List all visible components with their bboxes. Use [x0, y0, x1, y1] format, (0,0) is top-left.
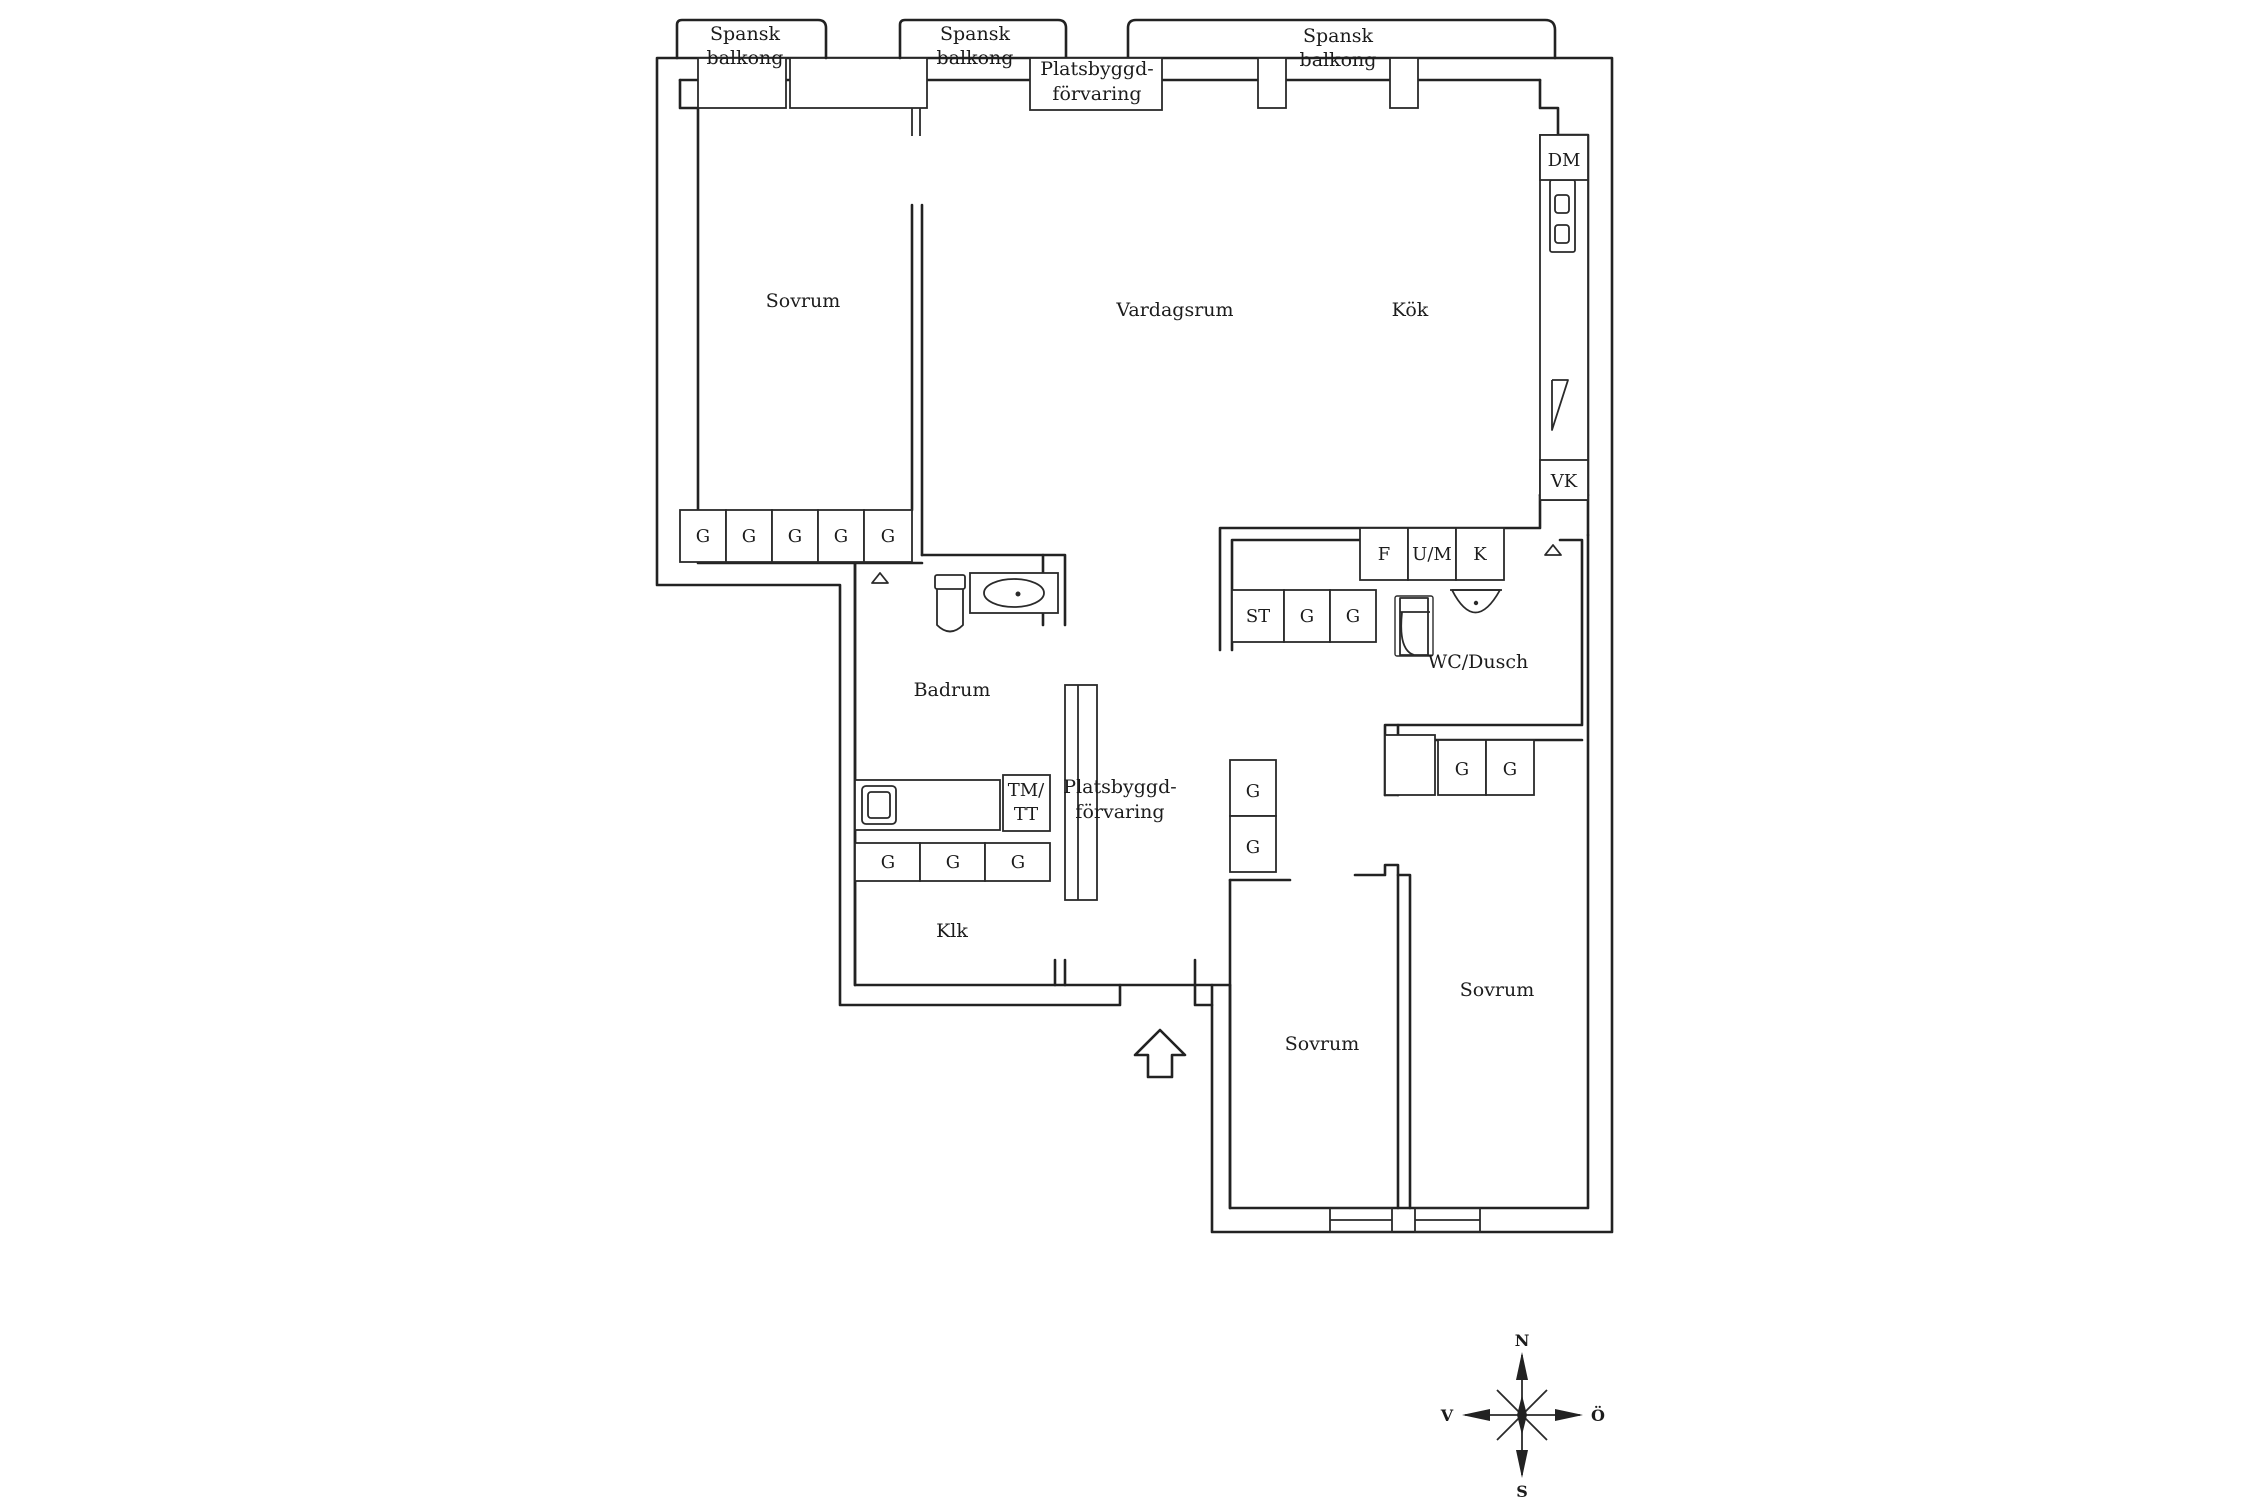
compass-north: N	[1515, 1331, 1530, 1350]
compass-rose-icon: N S V Ö	[1440, 1331, 1605, 1500]
wardrobes-hall: ST G G	[1231, 589, 1377, 643]
balcony-1-line2: balkong	[707, 47, 784, 69]
wardrobes-bedroom-west: G G G G G	[679, 509, 913, 563]
hob-label: VK	[1550, 471, 1578, 492]
balcony-3: Spansk balkong	[1126, 18, 1557, 71]
balcony-2: Spansk balkong	[898, 18, 1068, 69]
storage-center-line1: Platsbyggd-	[1063, 776, 1176, 798]
kitchen-appliances: F U/M K	[1359, 527, 1505, 581]
hob-box	[1539, 459, 1589, 501]
balcony-1: Spansk balkong	[675, 18, 828, 69]
room-label-living-room: Vardagsrum	[1115, 299, 1233, 321]
wardrobe-label: G	[1300, 606, 1314, 627]
wardrobe-label: G	[881, 526, 895, 547]
wardrobe-label: G	[1455, 759, 1469, 780]
room-label-wc-shower: WC/Dusch	[1428, 651, 1529, 673]
wardrobe-label: G	[1246, 781, 1260, 802]
bathroom-fixtures: TM/ TT	[854, 572, 1059, 832]
top-wall-openings	[697, 57, 1419, 136]
balcony-1-line1: Spansk	[710, 23, 780, 45]
storage-top-line2: förvaring	[1052, 83, 1141, 105]
kitchen-counter: DM VK	[1539, 134, 1589, 501]
storage-center-line2: förvaring	[1075, 801, 1164, 823]
washer-dryer-line1: TM/	[1008, 780, 1045, 801]
wardrobe-label: G	[1503, 759, 1517, 780]
fridge-label: F	[1378, 544, 1391, 565]
oven-microwave-label: U/M	[1412, 544, 1452, 565]
room-label-bedroom-east: Sovrum	[1460, 979, 1535, 1001]
balcony-3-line1: Spansk	[1303, 25, 1373, 47]
entrance-arrow-icon	[1133, 1028, 1187, 1079]
storage-center: Platsbyggd- förvaring	[1063, 684, 1177, 901]
wardrobes-east: G G	[1384, 734, 1535, 796]
wardrobe-label: G	[834, 526, 848, 547]
balcony-2-line2: balkong	[937, 47, 1014, 69]
interior-walls	[853, 203, 1590, 1210]
wardrobe-label: G	[1246, 837, 1260, 858]
room-label-kitchen: Kök	[1392, 299, 1429, 321]
compass-south: S	[1516, 1482, 1528, 1500]
wardrobe-label: G	[946, 852, 960, 873]
room-label-bedroom-middle: Sovrum	[1285, 1033, 1360, 1055]
dishwasher-box	[1539, 134, 1589, 181]
freezer-label: K	[1473, 544, 1487, 565]
wardrobe-label: G	[742, 526, 756, 547]
wardrobes-bath: G G G	[854, 842, 1051, 882]
wardrobe-label: G	[881, 852, 895, 873]
room-label-hall-closet: Klk	[936, 920, 968, 942]
storage-top: Platsbyggd- förvaring	[1029, 57, 1163, 111]
compass-west: V	[1440, 1406, 1454, 1425]
wc-fixtures	[1394, 544, 1562, 657]
room-label-bedroom-west: Sovrum	[766, 290, 841, 312]
room-labels: Sovrum Vardagsrum Kök Badrum WC/Dusch Kl…	[766, 290, 1535, 1055]
room-label-bathroom: Badrum	[914, 679, 991, 701]
wardrobe-label: G	[1011, 852, 1025, 873]
wardrobe-label: G	[1346, 606, 1360, 627]
balcony-2-line1: Spansk	[940, 23, 1010, 45]
closet-st-label: ST	[1246, 606, 1270, 627]
dishwasher-label: DM	[1548, 150, 1581, 171]
compass-east: Ö	[1591, 1405, 1605, 1425]
wardrobe-label: G	[696, 526, 710, 547]
balcony-3-line2: balkong	[1300, 49, 1377, 71]
storage-top-line1: Platsbyggd-	[1040, 58, 1153, 80]
south-windows	[1329, 1207, 1481, 1233]
wardrobe-label: G	[788, 526, 802, 547]
wardrobes-column: G G	[1229, 759, 1277, 873]
washer-dryer-line2: TT	[1014, 804, 1038, 825]
